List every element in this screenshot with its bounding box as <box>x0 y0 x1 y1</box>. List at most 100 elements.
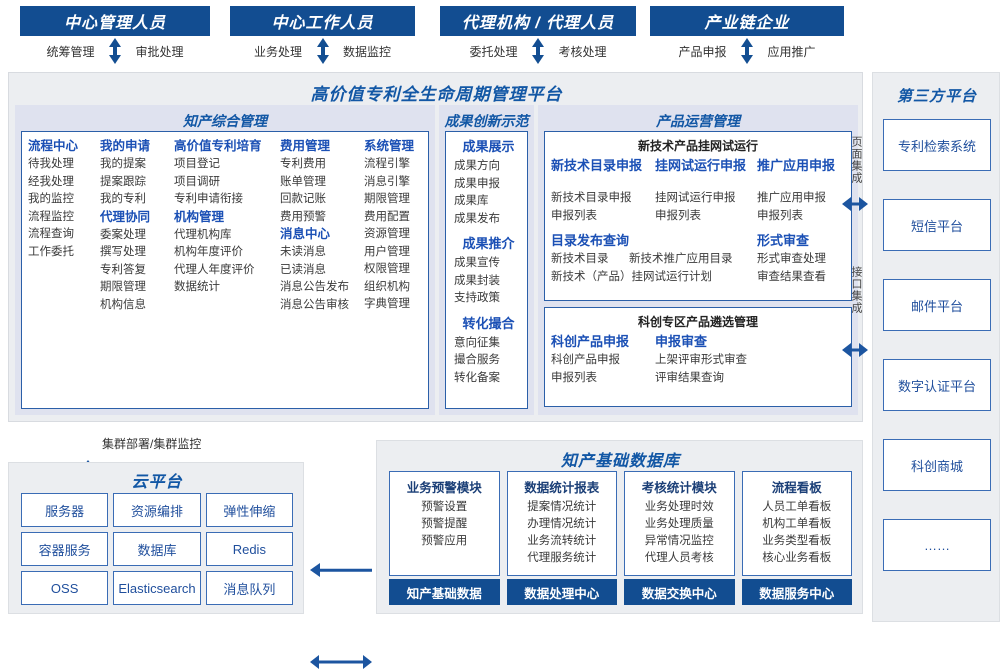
role-title-2[interactable]: 代理机构 / 代理人员 <box>440 6 636 36</box>
third-party-item-5[interactable]: …… <box>883 519 991 571</box>
ip-menu-item[interactable]: 流程引擎 <box>364 158 410 170</box>
ip-menu-item[interactable]: 期限管理 <box>100 281 146 293</box>
ip-menu-item[interactable]: 专利答复 <box>100 263 146 276</box>
ip-section-head[interactable]: 消息中心 <box>280 227 331 241</box>
product-ops-menu-item[interactable]: 新技术目录申报 <box>551 192 632 204</box>
ip-menu-item[interactable]: 消息公告发布 <box>280 281 349 293</box>
achievement-section-head[interactable]: 转化撮合 <box>462 315 515 331</box>
database-card-item[interactable]: 预警设置 <box>421 501 468 513</box>
ip-menu-item[interactable]: 经我处理 <box>28 175 74 188</box>
third-party-item-1[interactable]: 短信平台 <box>883 199 991 251</box>
cloud-cell-6[interactable]: OSS <box>21 571 109 605</box>
database-card-footer[interactable]: 数据交换中心 <box>624 579 735 605</box>
product-ops-menu-item[interactable]: 推广应用申报 <box>757 192 826 204</box>
product-ops-col-head[interactable]: 形式审查 <box>757 233 810 248</box>
third-party-item-2[interactable]: 邮件平台 <box>883 279 991 331</box>
ip-menu-item[interactable]: 机构信息 <box>100 298 146 311</box>
database-card-footer[interactable]: 知产基础数据 <box>389 579 500 605</box>
achievement-menu-item[interactable]: 成果发布 <box>454 212 500 225</box>
third-party-item-0[interactable]: 专利检索系统 <box>883 119 991 171</box>
database-card-head[interactable]: 业务预警模块 <box>406 481 482 495</box>
ip-menu-item[interactable]: 我的监控 <box>28 193 74 205</box>
product-ops-col-head[interactable]: 新技术目录申报 <box>551 158 643 173</box>
product-ops-col-head[interactable]: 目录发布查询 <box>551 233 630 248</box>
achievement-menu-item[interactable]: 成果方向 <box>454 160 500 172</box>
product-ops-col-head[interactable]: 推广应用申报 <box>757 158 836 173</box>
ip-menu-item[interactable]: 账单管理 <box>280 175 326 188</box>
ip-menu-item[interactable]: 组织机构 <box>364 280 410 293</box>
database-card-item[interactable]: 预警提醒 <box>421 518 468 530</box>
third-party-item-3[interactable]: 数字认证平台 <box>883 359 991 411</box>
product-ops-menu-item[interactable]: 挂网试运行申报 <box>655 192 736 204</box>
cloud-cell-4[interactable]: 数据库 <box>113 532 201 566</box>
sci-zone-col-head[interactable]: 科创产品申报 <box>551 334 630 349</box>
database-card-item[interactable]: 业务处理时效 <box>644 501 714 513</box>
ip-section-head[interactable]: 我的申请 <box>100 139 151 153</box>
product-ops-menu-item[interactable]: 新技术推广应用目录 <box>629 253 733 265</box>
cloud-cell-1[interactable]: 资源编排 <box>113 493 201 527</box>
ip-menu-item[interactable]: 费用预警 <box>280 210 326 223</box>
product-ops-menu-item[interactable]: 申报列表 <box>551 209 597 222</box>
achievement-menu-item[interactable]: 意向征集 <box>454 336 500 349</box>
achievement-menu-item[interactable]: 成果库 <box>454 195 489 207</box>
ip-menu-item[interactable]: 期限管理 <box>364 193 410 205</box>
role-title-3[interactable]: 产业链企业 <box>650 6 844 36</box>
ip-section-head[interactable]: 机构管理 <box>174 209 225 224</box>
database-card-item[interactable]: 核心业务看板 <box>762 552 832 564</box>
achievement-menu-item[interactable]: 转化备案 <box>454 371 500 384</box>
achievement-section-head[interactable]: 成果推介 <box>462 236 515 251</box>
database-card-item[interactable]: 预警应用 <box>421 535 468 547</box>
ip-section-head[interactable]: 代理协同 <box>100 209 151 224</box>
ip-menu-item[interactable]: 消息公告审核 <box>280 298 349 311</box>
ip-menu-item[interactable]: 字典管理 <box>364 298 410 310</box>
database-card-item[interactable]: 业务流转统计 <box>527 535 597 547</box>
ip-menu-item[interactable]: 消息引擎 <box>364 175 410 188</box>
product-ops-menu-item[interactable]: 新技术目录 <box>551 253 609 265</box>
database-card-head[interactable]: 数据统计报表 <box>524 481 600 495</box>
ip-section-head[interactable]: 费用管理 <box>280 139 331 153</box>
database-card-item[interactable]: 人员工单看板 <box>762 501 832 513</box>
achievement-menu-item[interactable]: 撮合服务 <box>454 354 500 366</box>
ip-menu-item[interactable]: 待我处理 <box>28 158 74 170</box>
product-ops-menu-item[interactable]: 形式审查处理 <box>757 253 826 265</box>
cloud-cell-3[interactable]: 容器服务 <box>21 532 109 566</box>
ip-menu-item[interactable]: 流程监控 <box>28 210 74 223</box>
sci-zone-menu-item[interactable]: 科创产品申报 <box>551 354 620 366</box>
ip-menu-item[interactable]: 费用配置 <box>364 210 410 223</box>
achievement-menu-item[interactable]: 成果宣传 <box>454 257 500 269</box>
ip-section-head[interactable]: 流程中心 <box>28 139 79 153</box>
database-card-head[interactable]: 考核统计模块 <box>641 481 717 495</box>
ip-menu-item[interactable]: 用户管理 <box>364 245 410 258</box>
ip-menu-item[interactable]: 机构年度评价 <box>174 246 243 258</box>
database-card-item[interactable]: 代理服务统计 <box>527 552 597 564</box>
cloud-cell-8[interactable]: 消息队列 <box>205 571 293 605</box>
sci-zone-menu-item[interactable]: 申报列表 <box>551 371 597 384</box>
product-ops-menu-item[interactable]: 新技术（产品）挂网试运行计划 <box>551 270 712 283</box>
ip-menu-item[interactable]: 工作委托 <box>28 245 74 258</box>
cloud-cell-5[interactable]: Redis <box>205 532 293 566</box>
database-card-item[interactable]: 业务类型看板 <box>762 535 832 547</box>
ip-menu-item[interactable]: 专利申请衔接 <box>174 193 243 205</box>
ip-section-head[interactable]: 高价值专利培育 <box>174 139 262 153</box>
product-ops-menu-item[interactable]: 申报列表 <box>757 209 803 222</box>
ip-menu-item[interactable]: 代理机构库 <box>174 228 232 241</box>
ip-menu-item[interactable]: 专利费用 <box>280 158 326 170</box>
ip-menu-item[interactable]: 流程查询 <box>28 228 74 240</box>
ip-menu-item[interactable]: 我的提案 <box>100 158 146 170</box>
database-card-footer[interactable]: 数据服务中心 <box>741 579 852 605</box>
ip-menu-item[interactable]: 数据统计 <box>174 281 220 293</box>
ip-menu-item[interactable]: 提案跟踪 <box>100 175 146 188</box>
database-card-item[interactable]: 异常情况监控 <box>644 535 714 547</box>
database-card-item[interactable]: 提案情况统计 <box>527 501 597 513</box>
ip-menu-item[interactable]: 项目调研 <box>174 175 220 188</box>
cloud-cell-2[interactable]: 弹性伸缩 <box>205 493 293 527</box>
third-party-item-4[interactable]: 科创商城 <box>883 439 991 491</box>
ip-menu-item[interactable]: 委案处理 <box>100 228 146 241</box>
achievement-section-head[interactable]: 成果展示 <box>462 139 515 154</box>
ip-menu-item[interactable]: 回款记账 <box>280 193 326 205</box>
ip-menu-item[interactable]: 代理人年度评价 <box>174 263 255 276</box>
ip-section-head[interactable]: 系统管理 <box>364 139 415 153</box>
achievement-menu-item[interactable]: 成果申报 <box>454 177 500 190</box>
ip-menu-item[interactable]: 我的专利 <box>100 193 146 205</box>
database-card-item[interactable]: 办理情况统计 <box>527 518 597 530</box>
